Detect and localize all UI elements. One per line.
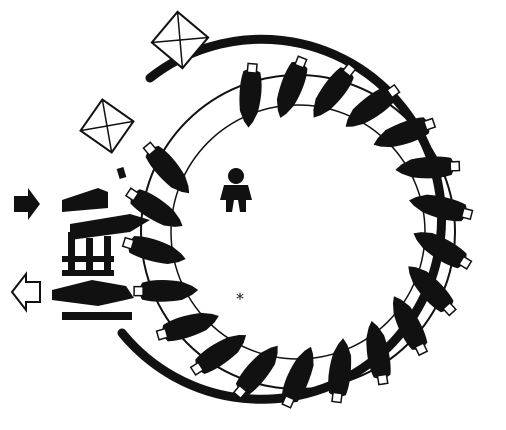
stall-rail bbox=[62, 256, 114, 262]
feed-box-icon bbox=[81, 100, 134, 153]
entrance-wall-stub bbox=[120, 168, 123, 178]
entry-arrow-icon bbox=[14, 188, 40, 220]
waiting-cow bbox=[62, 188, 108, 212]
stall-post bbox=[104, 236, 111, 272]
stall-rail bbox=[62, 270, 114, 276]
feed-box-icon bbox=[152, 12, 208, 68]
stall-post bbox=[86, 238, 93, 272]
center-asterisk: * bbox=[236, 289, 244, 308]
stall-post bbox=[68, 232, 75, 270]
exit-arrow-icon bbox=[12, 274, 40, 310]
exiting-cow bbox=[52, 280, 134, 306]
